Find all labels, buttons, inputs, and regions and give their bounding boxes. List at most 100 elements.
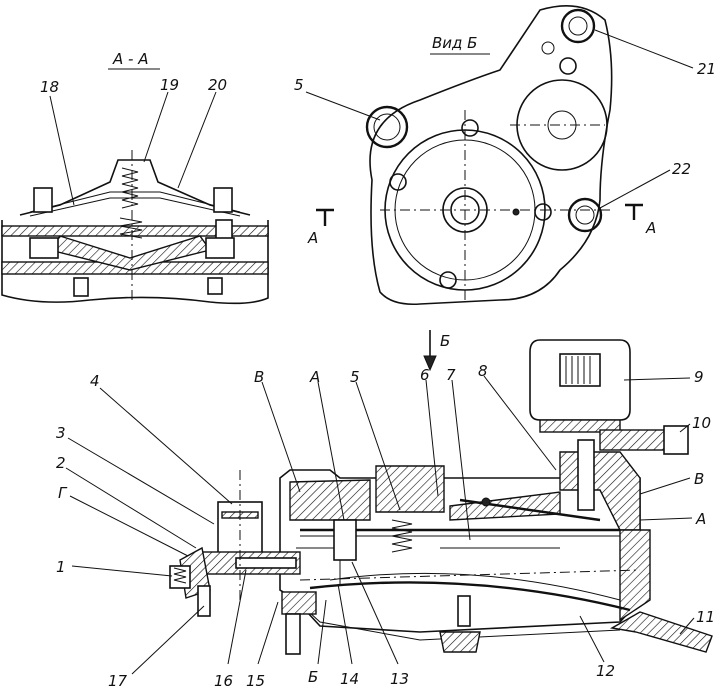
leader-13 <box>351 561 399 665</box>
cover-left <box>289 479 371 521</box>
view-b: Вид Б А А <box>294 4 716 306</box>
leader-a-left <box>317 381 345 521</box>
section-aa-lower-spring <box>119 217 143 239</box>
section-aa-diaphragm <box>29 191 241 213</box>
section-aa-bolt-left <box>33 187 53 213</box>
callout-7: 7 <box>446 366 456 384</box>
view-b-port-22-inner <box>575 205 595 225</box>
leader-5-main <box>355 381 401 511</box>
leader-11 <box>679 617 695 635</box>
leader-21 <box>594 29 694 69</box>
callout-15: 15 <box>246 672 265 690</box>
section-aa-bolt-right <box>213 187 233 213</box>
leader-20 <box>177 91 217 189</box>
main-axis <box>299 569 641 581</box>
hose-11 <box>609 611 713 653</box>
callout-19: 19 <box>160 76 179 94</box>
section-aa-view: А - А 18 19 20 <box>1 50 269 305</box>
view-b-arrow-head <box>423 355 437 372</box>
section-mark-left <box>316 208 334 226</box>
view-b-bolt-top <box>461 119 479 137</box>
leader-v-right <box>639 477 691 495</box>
leader-6 <box>425 379 439 497</box>
valve-housing <box>559 451 641 531</box>
callout-20: 20 <box>208 76 227 94</box>
leader-8 <box>483 375 557 471</box>
callout-21: 21 <box>697 60 716 78</box>
callout-12: 12 <box>596 662 615 680</box>
cover-center <box>375 465 445 513</box>
view-b-port-21 <box>560 8 596 44</box>
leader-15 <box>257 601 279 665</box>
leader-19 <box>143 91 169 163</box>
callout-6: 6 <box>420 366 430 384</box>
valve-stem <box>577 439 595 511</box>
outlet-nut <box>663 425 689 455</box>
fitting-15-stud <box>285 613 301 655</box>
leader-1 <box>71 565 173 577</box>
leader-a-right <box>639 517 693 521</box>
leader-18 <box>49 95 75 206</box>
leader-5-top <box>305 91 381 121</box>
section-aa-body <box>1 220 269 305</box>
outlet-fitting <box>599 429 671 451</box>
callout-22: 22 <box>672 160 691 178</box>
view-b-arrow-label: Б <box>440 332 450 350</box>
callout-10: 10 <box>692 414 711 432</box>
callout-3: 3 <box>56 424 66 442</box>
view-b-port-21-inner <box>568 16 588 36</box>
spring-5 <box>391 519 413 553</box>
section-aa-nut-left <box>29 237 59 259</box>
callout-1: 1 <box>56 558 66 576</box>
callout-a-left: А <box>309 368 320 386</box>
section-aa-title: А - А <box>112 50 148 68</box>
callout-a-right: А <box>695 510 706 528</box>
callout-5-top: 5 <box>294 76 304 94</box>
drain-plug <box>439 631 481 653</box>
lever-pivot <box>481 497 491 507</box>
view-b-outline <box>369 4 613 306</box>
leader-10 <box>679 423 691 433</box>
solenoid-winding <box>565 356 591 384</box>
section-aa-diaphragm-2 <box>29 197 241 217</box>
section-aa-cover <box>19 159 251 216</box>
callout-8: 8 <box>478 362 488 380</box>
inlet-boss-15 <box>281 591 317 615</box>
callout-11: 11 <box>696 608 715 626</box>
callout-4: 4 <box>90 372 100 390</box>
section-aa-plug-left <box>73 277 89 297</box>
leader-22 <box>599 169 671 209</box>
view-b-bolt-right <box>534 203 552 221</box>
valve-13 <box>333 519 357 561</box>
callout-16: 16 <box>214 672 233 690</box>
inlet-stud-17 <box>197 585 211 617</box>
leader-v-left <box>261 381 301 493</box>
leader-g <box>69 495 189 557</box>
view-b-port-5 <box>365 105 409 149</box>
view-b-port-5-inner <box>373 113 401 141</box>
callout-g: Г <box>58 484 68 502</box>
leader-9 <box>623 377 691 381</box>
callout-13: 13 <box>390 670 409 688</box>
leader-16 <box>227 569 247 665</box>
lower-diaphragm <box>329 572 621 601</box>
main-section-view: Б <box>56 330 715 690</box>
callout-v-right: В <box>694 470 704 488</box>
callout-v-left: В <box>254 368 264 386</box>
view-b-pin <box>541 41 555 55</box>
leader-4 <box>99 387 233 505</box>
callout-5-main: 5 <box>350 368 360 386</box>
section-mark-left-label: А <box>307 229 318 247</box>
view-b-bolt-left <box>389 173 407 191</box>
callout-9: 9 <box>694 368 704 386</box>
view-b-bolt-upper <box>559 57 577 75</box>
solenoid-coil <box>529 339 631 421</box>
view-b-bolt-bottom <box>439 271 457 289</box>
lower-diaphragm-2 <box>309 581 631 612</box>
body-right-wall <box>619 529 651 622</box>
callout-18: 18 <box>40 78 59 96</box>
view-b-title: Вид Б <box>432 34 477 52</box>
leader-2 <box>65 467 197 549</box>
section-aa-nut-right <box>205 237 235 259</box>
